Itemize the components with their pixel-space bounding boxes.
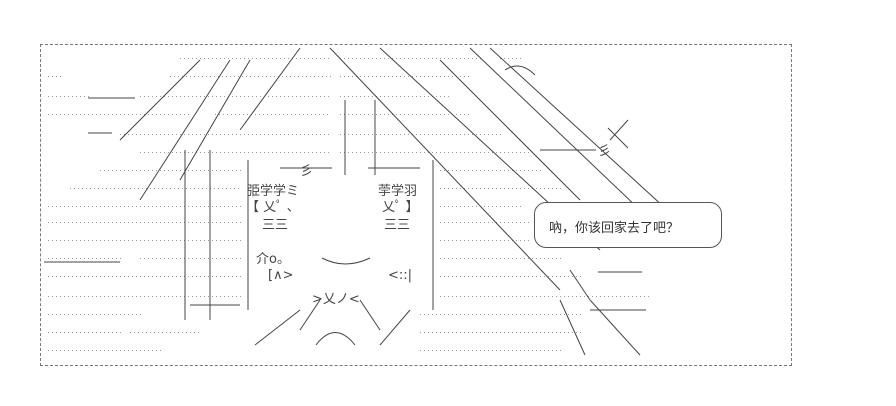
right-eye-label: 荢学羽 <box>378 184 418 199</box>
left-eye-label: 弫学学ミ <box>247 184 300 199</box>
speech-bubble: 吶，你该回家去了吧？ <box>534 202 722 248</box>
mouth-left-glyph: [∧> <box>268 268 294 283</box>
mouth-mid-glyph: >乂ノ< <box>312 292 360 307</box>
art-frame <box>40 44 792 366</box>
tail-glyph-2: 彡 <box>300 164 314 179</box>
sparkle-glyph: 介o。 <box>256 252 290 267</box>
right-cheek-marks: 三三 <box>384 218 411 233</box>
left-eye-glyph: 【 乂ﾟ 、 <box>246 200 300 215</box>
speech-bubble-text: 吶，你该回家去了吧？ <box>549 221 680 236</box>
mouth-right-glyph: <::| <box>388 268 413 283</box>
left-cheek-marks: 三三 <box>262 218 289 233</box>
tail-glyph: 彡 <box>598 144 612 159</box>
right-eye-glyph: 乂ﾟ 】 <box>382 200 419 215</box>
